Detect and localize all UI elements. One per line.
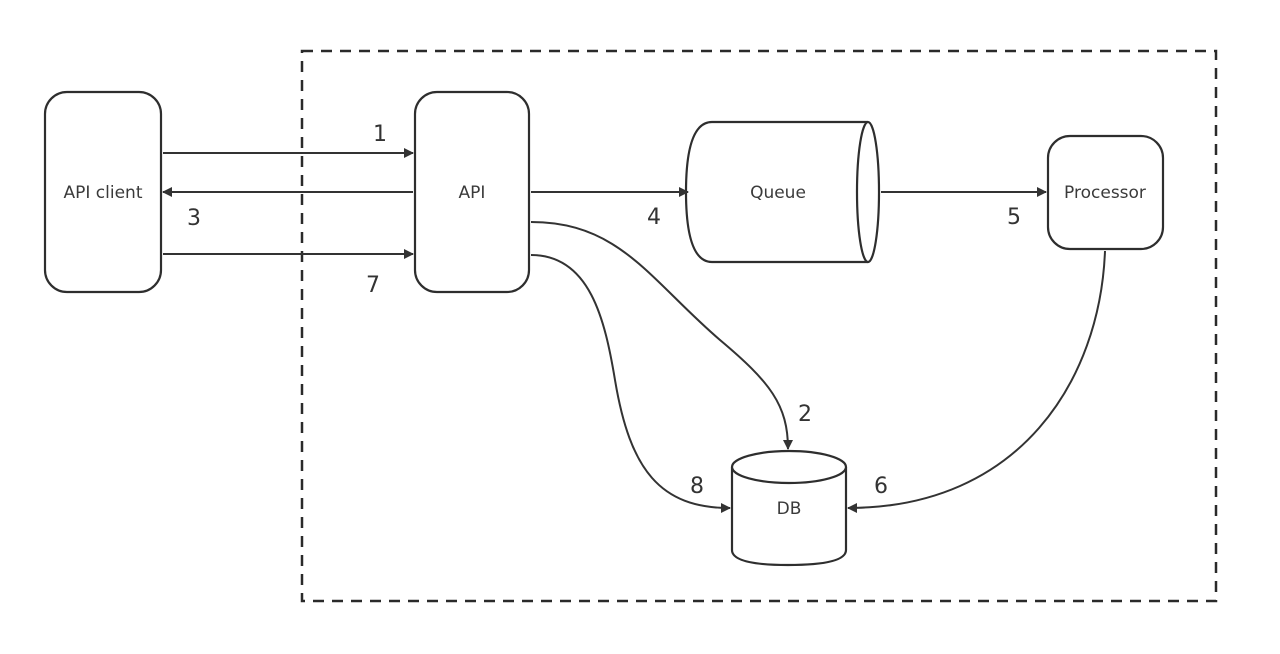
node-api-label: API: [459, 183, 486, 203]
node-processor[interactable]: Processor: [1046, 134, 1165, 251]
edge-6: [847, 250, 1106, 513]
step-label-4: 4: [647, 205, 661, 230]
step-label-6: 6: [874, 474, 888, 499]
node-api-client[interactable]: API client: [43, 90, 163, 294]
step-label-3: 3: [187, 206, 201, 231]
node-api[interactable]: API: [413, 90, 531, 294]
edge-2: [530, 221, 793, 450]
system-boundary: [300, 49, 1218, 603]
step-label-8: 8: [690, 474, 704, 499]
step-label-7: 7: [366, 273, 380, 298]
node-api-client-label: API client: [64, 183, 143, 203]
node-queue-label: Queue: [750, 183, 806, 203]
node-queue[interactable]: Queue: [684, 120, 881, 264]
node-db[interactable]: DB: [730, 449, 848, 567]
step-label-5: 5: [1007, 205, 1021, 230]
node-db-label: DB: [777, 499, 802, 519]
node-processor-label: Processor: [1064, 183, 1146, 203]
step-label-1: 1: [373, 122, 387, 147]
edge-8: [530, 254, 731, 513]
step-label-2: 2: [798, 402, 812, 427]
